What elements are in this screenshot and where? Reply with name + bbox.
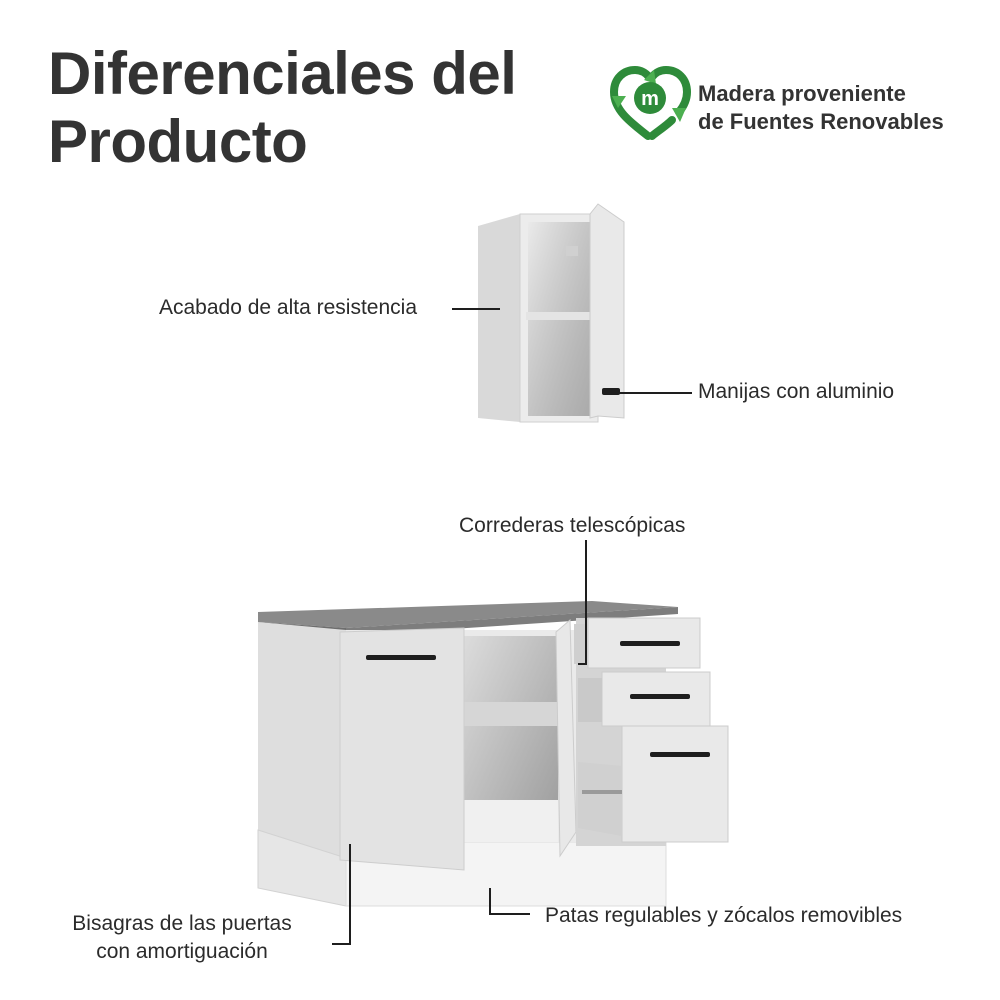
telescopic-slide (582, 790, 622, 794)
callout-hinges: Bisagras de las puertas con amortiguació… (62, 910, 302, 966)
badge-line-1: Madera proveniente (698, 81, 906, 106)
callout-hinges-line-2: con amortiguación (96, 940, 268, 963)
callout-finish: Acabado de alta resistencia (159, 296, 417, 319)
callout-hinges-line-1: Bisagras de las puertas (72, 912, 292, 935)
callout-slides: Correderas telescópicas (459, 514, 686, 537)
badge-icon-letter: m (641, 88, 659, 110)
callout-legs: Patas regulables y zócalos removibles (545, 904, 903, 927)
drawer-3-handle (650, 752, 710, 757)
title-line-1: Diferenciales del (48, 40, 517, 107)
page-title: Diferenciales del Producto (48, 40, 517, 176)
wall-cabinet (478, 203, 625, 423)
leader-lines (332, 308, 692, 945)
drawer-2-handle (630, 694, 690, 699)
title-line-2: Producto (48, 108, 308, 175)
drawer-1-handle (620, 641, 680, 646)
badge-text: Madera proveniente de Fuentes Renovables (698, 80, 944, 136)
callout-handles: Manijas con aluminio (698, 380, 895, 403)
renewable-wood-badge: m Madera proveniente de Fuentes Renovabl… (608, 66, 968, 140)
badge-line-2: de Fuentes Renovables (698, 109, 944, 134)
left-door-handle (366, 655, 436, 660)
recycle-m-icon: m (609, 66, 692, 140)
base-cabinet (257, 601, 729, 907)
